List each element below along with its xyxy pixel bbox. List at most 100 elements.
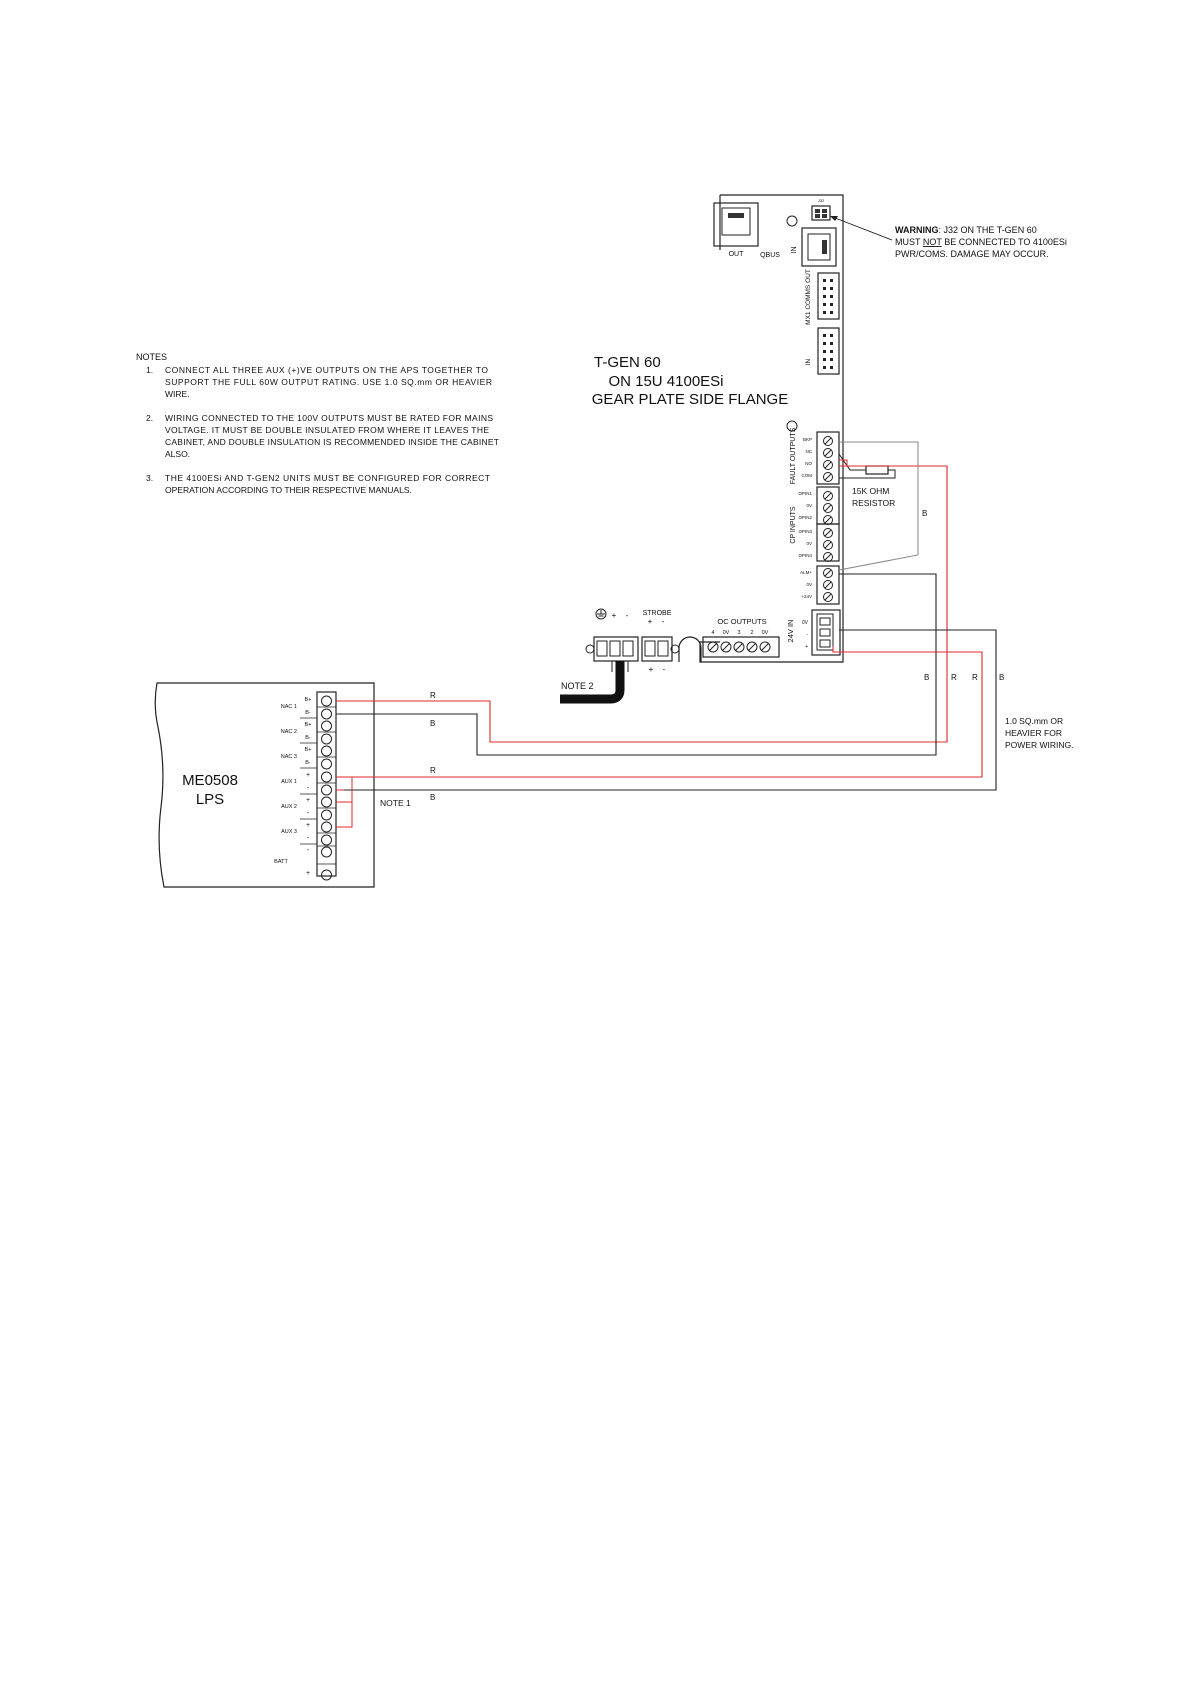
oc-pin-0v: 0V [723,630,730,636]
lps-aux3-minus: - [307,835,310,842]
power-in-label: 24V IN [786,620,795,643]
tgen-title-line-2: ON 15U 4100ESi [608,373,723,390]
power-pin-plus: + [805,644,808,650]
oc-pin-3: 3 [737,630,740,636]
red-wire-nac [336,465,948,743]
lps-aux1-plus: + [306,772,310,779]
lps-outline [154,682,375,888]
header-pin [823,311,826,314]
lps-group-batt: BATT [274,859,288,865]
lps-screw-terminal [321,745,332,757]
note-2-label: NOTE 2 [561,681,594,691]
header-pin [830,279,833,282]
header-pin [830,303,833,306]
lps-screw-terminal [321,720,332,732]
cp-screw-terminal [823,491,833,501]
aux-jumper-2 [336,801,353,828]
lps-aux2-plus: + [306,797,310,804]
alm-pin-24v: +24V [801,594,812,599]
lps-group-aux1: AUX 1 [281,779,297,785]
alarm-screw-terminal [823,580,833,590]
fault-screw-terminal [823,436,833,446]
speaker-cable [560,661,625,704]
lps-screw-terminal [321,708,332,720]
cp-screw-terminal [823,515,833,525]
lps-nac2-bplus: B+ [305,722,312,728]
power-pin-0v: 0V [802,620,809,626]
lps-screw-terminal [321,809,332,821]
wire-label-b-2: B [430,793,435,802]
cp-inputs-terminal-2 [816,523,840,562]
alarm-screw-terminal [823,592,833,602]
strobe-terminal [641,636,673,662]
oc-screw-terminal [707,641,719,653]
lps-aux3-plus: + [306,822,310,829]
header-pin [830,350,833,353]
black-wire-nac [336,573,937,756]
notes-heading: NOTES [136,352,167,362]
note-3-number: 3. [146,473,153,483]
header-pin [823,287,826,290]
resistor-label-2: RESISTOR [852,498,895,508]
lps-screw-terminal [321,758,332,770]
cp-inputs-label: CP INPUTS [790,506,797,544]
mx1-comms-out-header [817,272,840,320]
tgen-title-line-1: T-GEN 60 [594,354,661,371]
note-1-line-2: SUPPORT THE FULL 60W OUTPUT RATING. USE … [165,377,492,387]
warning-line-2: MUST NOT BE CONNECTED TO 4100ESi [895,237,1067,247]
header-pin [823,303,826,306]
oc-screw-terminal [759,641,771,653]
wires [336,459,997,828]
note-2-line-1: WIRING CONNECTED TO THE 100V OUTPUTS MUS… [165,413,493,423]
fault-screw-terminal [823,448,833,458]
header-pin [830,287,833,290]
lps-screw-terminal [321,796,332,808]
cp-pin-opin3: OPIN3 [798,529,812,534]
lps-nac3-bminus: B- [305,760,311,766]
strobe-bottom-minus: - [663,665,666,674]
black-wire-power [336,629,997,791]
oc-pin-2: 2 [750,630,753,636]
j32-label: J32 [818,198,825,203]
cp-screw-terminal [823,552,833,562]
resistor-15k: 15K OHM RESISTOR [838,453,896,508]
note-1-number: 1. [146,365,153,375]
lps-group-aux3: AUX 3 [281,829,297,835]
mx1-comms-out-label: MX1 COMMS OUT [805,269,812,325]
note-2-line-2: VOLTAGE. IT MUST BE DOUBLE INSULATED FRO… [165,425,489,435]
lps-batt-minus: - [307,847,310,854]
cp-screw-terminal [823,528,833,538]
oc-screw-terminal [720,641,732,653]
cp-pin-0v: 0V [806,503,812,508]
note-2-number: 2. [146,413,153,423]
speaker-pin-plus: + [612,611,617,620]
fault-screw-terminal [823,472,833,482]
lps-screw-terminal [321,733,332,745]
cp-pin-opin4: OPIN4 [798,553,812,558]
lps-screw-terminal [321,834,332,846]
header-pin [823,279,826,282]
mounting-hole [786,215,798,227]
fault-pin-no: NO [805,461,812,466]
header-pin [823,358,826,361]
note-1-line-1: CONNECT ALL THREE AUX (+)VE OUTPUTS ON T… [165,365,488,375]
note-3-line-2: OPERATION ACCORDING TO THEIR RESPECTIVE … [165,485,412,495]
lps-panel: ME0508 LPS NAC 1 NAC 2 NAC 3 AUX 1 AUX 2… [154,682,375,888]
warning-callout: WARNING: J32 ON THE T-GEN 60 MUST NOT BE… [829,215,1067,259]
wire-label-b-3: B [924,673,929,682]
mx1-in-header [817,327,840,375]
wire-label-b: B [922,509,927,518]
cp-pin-0v-2: 0V [806,541,812,546]
mounting-hole [786,420,798,432]
lps-screw-terminal [321,695,332,707]
header-pin [830,358,833,361]
fault-outputs-label: FAULT OUTPUTS [790,427,797,484]
lps-group-nac2: NAC 2 [281,729,297,735]
note-1-label: NOTE 1 [380,798,411,808]
fault-pin-bkp: BKP [803,437,812,442]
warning-line-1: WARNING: J32 ON THE T-GEN 60 [895,225,1037,235]
lps-aux1-minus: - [307,785,310,792]
cp-pin-opin1: OPIN1 [798,491,812,496]
note-3-line-1: THE 4100ESi AND T-GEN2 UNITS MUST BE CON… [165,473,490,483]
